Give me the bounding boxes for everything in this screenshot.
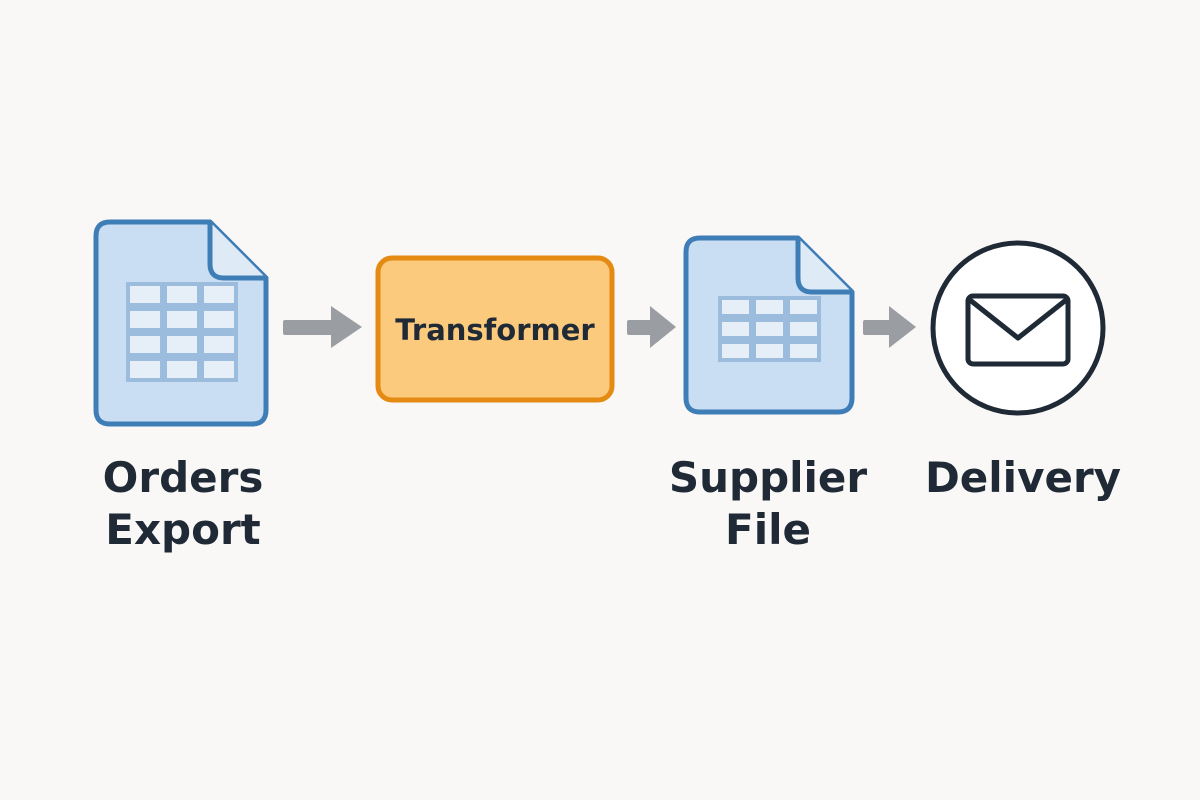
orders-export-label-line1: Orders	[102, 453, 264, 502]
transformer-box: Transformer	[375, 255, 615, 403]
arrow-orders-to-transformer	[283, 306, 362, 348]
orders-export-label-line2: Export	[105, 505, 261, 554]
transformer-label: Transformer	[395, 313, 595, 347]
orders-export-label: Orders Export	[53, 452, 313, 556]
supplier-file-grid	[718, 296, 821, 362]
arrow-transformer-to-supplier	[627, 306, 676, 348]
supplier-file-label-line2: File	[725, 505, 811, 554]
delivery-label-text: Delivery	[924, 453, 1122, 502]
supplier-file-icon	[683, 235, 855, 415]
supplier-file-label: Supplier File	[638, 452, 898, 556]
supplier-file-label-line1: Supplier	[668, 453, 868, 502]
orders-export-file-icon	[93, 219, 269, 427]
arrow-supplier-to-delivery	[863, 306, 916, 348]
delivery-envelope-icon	[930, 240, 1106, 416]
delivery-label: Delivery	[893, 452, 1153, 504]
orders-export-grid	[126, 282, 238, 382]
